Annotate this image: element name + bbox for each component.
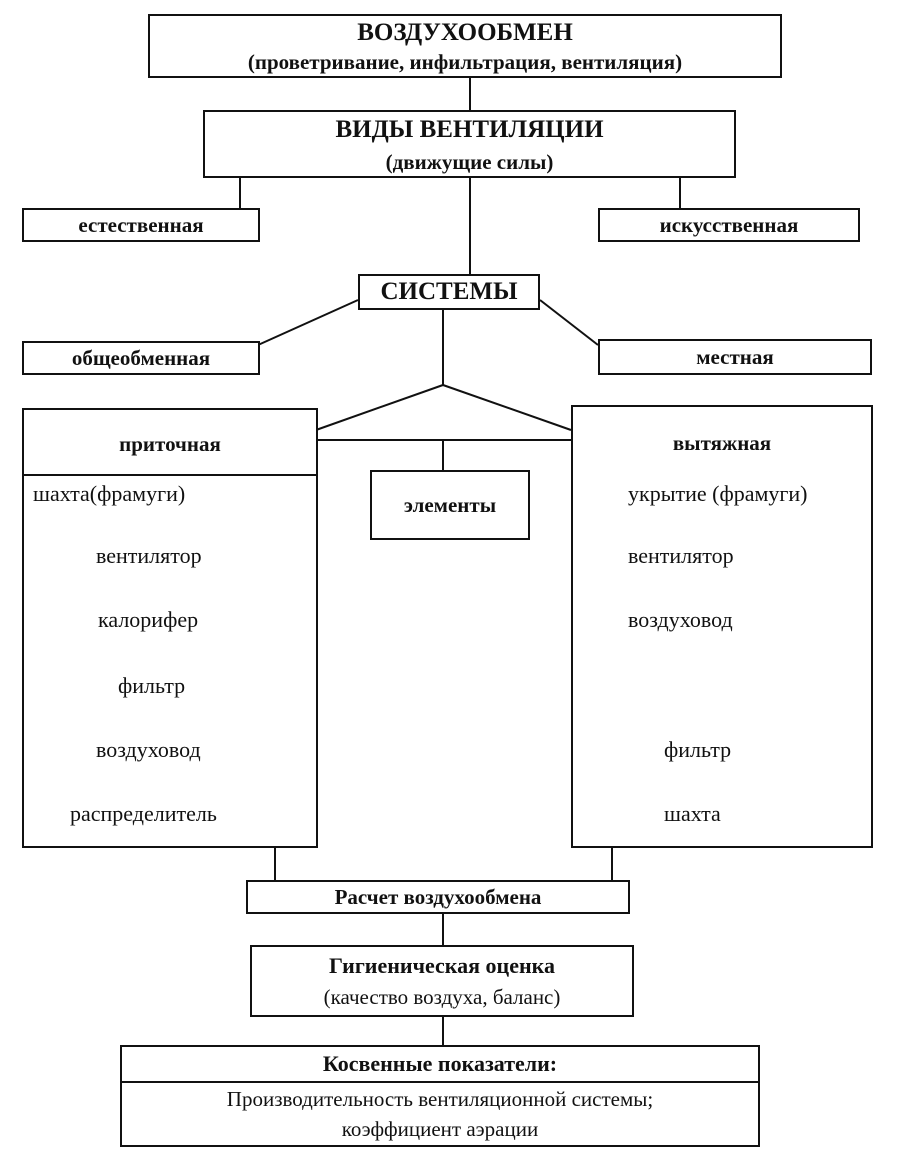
supply-system-title: приточная <box>119 432 221 456</box>
indirect-indicators-box: Косвенные показатели: Производительность… <box>120 1045 760 1147</box>
local-system-label: местная <box>696 345 774 369</box>
supply-item-shaft: шахта(фрамуги) <box>33 481 186 506</box>
artificial-ventilation-label: искусственная <box>659 213 799 237</box>
supply-system-box: приточная <box>22 408 318 848</box>
ventilation-types-box: ВИДЫ ВЕНТИЛЯЦИИ (движущие силы) <box>203 110 736 178</box>
natural-ventilation-box: естественная <box>22 208 260 242</box>
air-exchange-subtitle: (проветривание, инфильтрация, вентиляция… <box>247 50 683 74</box>
air-exchange-calc-box: Расчет воздухообмена <box>246 880 630 914</box>
exhaust-item-fan: вентилятор <box>628 543 734 568</box>
indirect-indicators-line1: Производительность вентиляционной систем… <box>226 1087 654 1111</box>
ventilation-types-title: ВИДЫ ВЕНТИЛЯЦИИ <box>335 116 604 143</box>
supply-item-distributor: распределитель <box>70 801 217 826</box>
supply-system-divider <box>24 474 316 476</box>
exhaust-item-shaft: шахта <box>664 801 721 826</box>
indirect-indicators-line2: коэффициент аэрации <box>341 1117 539 1141</box>
systems-box: СИСТЕМЫ <box>358 274 540 310</box>
supply-item-heater: калорифер <box>98 607 199 632</box>
general-system-box: общеобменная <box>22 341 260 375</box>
air-exchange-box: ВОЗДУХООБМЕН (проветривание, инфильтраци… <box>148 14 782 78</box>
connector-branch-to-supply <box>315 384 444 431</box>
local-system-box: местная <box>598 339 872 375</box>
indirect-indicators-divider <box>122 1081 758 1083</box>
exhaust-item-hood: укрытие (фрамуги) <box>628 481 808 506</box>
exhaust-system-title: вытяжная <box>672 431 772 455</box>
natural-ventilation-label: естественная <box>78 213 204 237</box>
supply-item-fan: вентилятор <box>96 543 202 568</box>
connector-systems-to-local <box>539 299 599 346</box>
indirect-indicators-title: Косвенные показатели: <box>322 1051 558 1076</box>
air-exchange-calc-label: Расчет воздухообмена <box>334 885 542 909</box>
exhaust-item-filter: фильтр <box>664 737 732 762</box>
supply-item-duct: воздуховод <box>96 737 201 762</box>
hygienic-assessment-subtitle: (качество воздуха, баланс) <box>323 985 561 1009</box>
artificial-ventilation-box: искусственная <box>598 208 860 242</box>
air-exchange-title: ВОЗДУХООБМЕН <box>357 19 573 46</box>
general-system-label: общеобменная <box>71 346 211 370</box>
supply-item-filter: фильтр <box>118 673 186 698</box>
exhaust-system-box: вытяжная <box>571 405 873 848</box>
connector-branch-to-exhaust <box>442 384 572 431</box>
connector-systems-to-general <box>257 299 359 346</box>
elements-label: элементы <box>403 493 497 517</box>
ventilation-types-subtitle: (движущие силы) <box>385 150 554 174</box>
systems-title: СИСТЕМЫ <box>380 278 518 305</box>
elements-box: элементы <box>370 470 530 540</box>
hygienic-assessment-box: Гигиеническая оценка (качество воздуха, … <box>250 945 634 1017</box>
exhaust-item-duct: воздуховод <box>628 607 733 632</box>
hygienic-assessment-title: Гигиеническая оценка <box>328 953 556 978</box>
